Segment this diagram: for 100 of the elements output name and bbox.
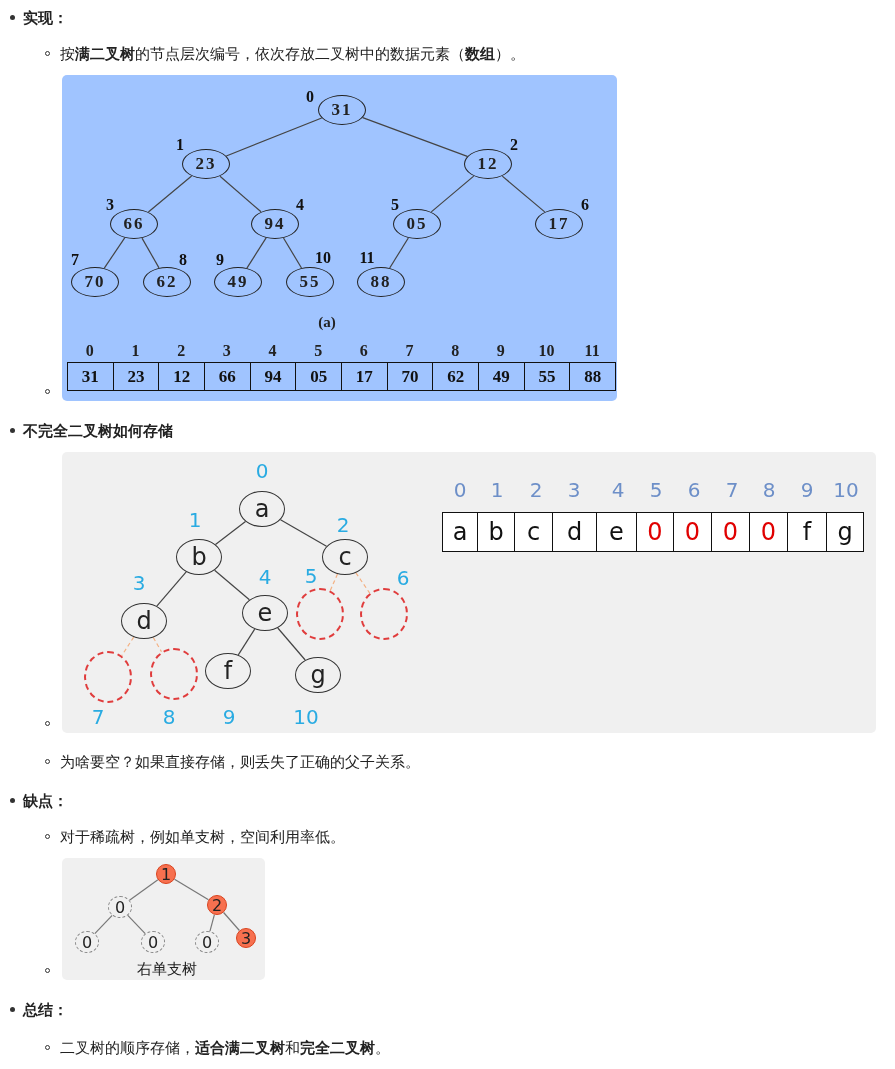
array-index: 6: [359, 342, 368, 360]
body-text: 对于稀疏树，例如单支树，空间利用率低。: [60, 827, 345, 847]
tree-edge: [279, 519, 328, 547]
array-index: 1: [131, 342, 140, 360]
array-index: 0: [85, 342, 94, 360]
array-cell: f: [787, 512, 827, 552]
array-cell: 66: [204, 362, 251, 391]
index-number: 1: [176, 136, 184, 154]
index-number: 9: [222, 705, 236, 729]
array-index: 11: [584, 342, 600, 360]
heading-text: 缺点：: [23, 791, 68, 811]
circle-node: [296, 588, 344, 640]
array-index: 4: [611, 478, 625, 502]
tree-edge: [282, 237, 303, 269]
heading-text: 实现：: [23, 8, 68, 28]
array-cell: g: [826, 512, 864, 552]
tree-edge: [147, 175, 193, 213]
tree-edge: [355, 572, 371, 594]
circle-node: [360, 588, 408, 640]
index-number: 0: [255, 459, 269, 483]
index-number: 9: [216, 251, 224, 269]
array-index: 9: [496, 342, 505, 360]
index-number: 4: [258, 565, 272, 589]
index-number: 6: [396, 566, 410, 590]
array-index: 7: [405, 342, 414, 360]
body-text: 按满二叉树的节点层次编号，依次存放二叉树中的数据元素（数组）。: [60, 44, 525, 64]
index-number: 7: [91, 705, 105, 729]
array-cell: 05: [295, 362, 342, 391]
array-cell: 49: [478, 362, 525, 391]
body-text: 二叉树的顺序存储，适合满二叉树和完全二叉树。: [60, 1038, 390, 1058]
tree-edge: [94, 914, 113, 935]
array-index: 5: [314, 342, 323, 360]
tree-edge: [389, 237, 409, 269]
array-index: 4: [268, 342, 277, 360]
array-index: 5: [649, 478, 663, 502]
array-cell: 62: [432, 362, 479, 391]
array-cell: c: [514, 512, 553, 552]
body-text: 为啥要空？如果直接存储，则丢失了正确的父子关系。: [60, 752, 420, 772]
index-number: 7: [71, 251, 79, 269]
tree-edge: [209, 914, 215, 932]
tree-edge: [223, 911, 240, 932]
array-cell: 23: [112, 362, 160, 391]
tree-edge: [329, 573, 339, 592]
heading-text: 总结：: [23, 1000, 68, 1020]
heading-text: 不完全二叉树如何存储: [23, 421, 173, 441]
tree-edge: [128, 879, 159, 901]
index-number: 4: [296, 196, 304, 214]
tree-edge: [277, 627, 306, 661]
tree-edge: [225, 117, 323, 157]
array-cell: 70: [386, 362, 434, 391]
array-cell: 0: [749, 512, 788, 552]
tree-edge: [362, 117, 468, 157]
tree-edge: [156, 571, 187, 607]
circle-node: [84, 651, 132, 703]
array-cell: 0: [673, 512, 712, 552]
array-index: 9: [800, 478, 814, 502]
index-number: 8: [162, 705, 176, 729]
circle-node: [150, 648, 198, 700]
tree-edge: [152, 636, 163, 653]
array-cell: a: [442, 512, 478, 552]
array-index: 8: [451, 342, 460, 360]
array-cell: b: [477, 512, 515, 552]
tree-edge: [103, 237, 126, 269]
array-index: 10: [538, 342, 555, 360]
tree-edge: [219, 175, 262, 213]
figure-caption: 右单支树: [137, 959, 197, 979]
index-number: 11: [359, 249, 375, 267]
index-number: 6: [581, 196, 589, 214]
array-index: 6: [687, 478, 701, 502]
tree-edge: [121, 636, 135, 657]
array-cell: 0: [636, 512, 674, 552]
array-index: 3: [222, 342, 231, 360]
array-index: 2: [529, 478, 543, 502]
array-cell: d: [552, 512, 597, 552]
array-index: 1: [490, 478, 504, 502]
index-number: 2: [336, 513, 350, 537]
index-number: 2: [510, 136, 518, 154]
tree-edge: [501, 175, 546, 213]
array-index: 7: [725, 478, 739, 502]
index-number: 10: [293, 705, 319, 729]
tree-edge: [430, 175, 475, 213]
array-cell: 12: [158, 362, 205, 391]
index-number: 10: [315, 249, 331, 267]
array-cell: 55: [523, 362, 571, 391]
array-index: 10: [833, 478, 859, 502]
array-index: 8: [762, 478, 776, 502]
array-cell: 0: [711, 512, 750, 552]
tree-edge: [173, 878, 210, 901]
index-number: 8: [179, 251, 187, 269]
array-cell: 88: [569, 362, 616, 391]
array-index: 2: [177, 342, 186, 360]
array-index: 3: [567, 478, 581, 502]
figure-caption: (a): [318, 313, 336, 331]
array-cell: e: [596, 512, 637, 552]
array-cell: 17: [341, 362, 388, 391]
tree-edge: [246, 237, 267, 269]
index-number: 3: [132, 571, 146, 595]
tree-edge: [127, 914, 146, 935]
tree-edge: [141, 237, 160, 269]
array-cell: 94: [249, 362, 297, 391]
